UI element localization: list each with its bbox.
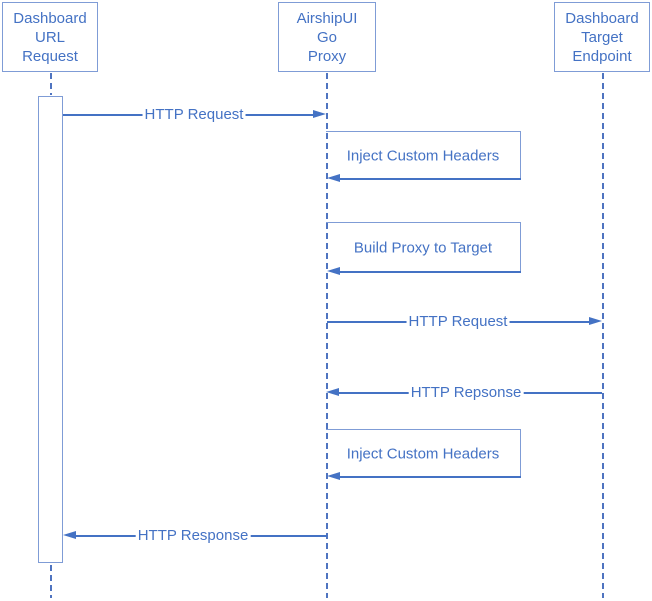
actor-box-dashboard-target-endpoint: Dashboard Target Endpoint (554, 2, 650, 72)
arrowhead-left-icon (327, 267, 340, 275)
message-label: HTTP Repsonse (408, 383, 524, 401)
self-return-line (339, 178, 521, 180)
message-label: HTTP Request (142, 105, 246, 123)
lifeline-dashboard-url-request-top (50, 73, 52, 95)
self-message-label: Build Proxy to Target (353, 239, 493, 256)
arrowhead-left-icon (63, 531, 76, 539)
actor-label-line: Dashboard (13, 9, 87, 27)
arrowhead-left-icon (327, 472, 340, 480)
message-label: HTTP Request (406, 312, 510, 330)
activation-bar (38, 96, 63, 563)
lifeline-dashboard-target-endpoint (602, 73, 604, 598)
message-label: HTTP Response (135, 526, 251, 544)
self-message-box: Inject Custom Headers (326, 131, 521, 179)
actor-label-line: Request (22, 47, 78, 65)
actor-box-airshipui-go-proxy: AirshipUI Go Proxy (278, 2, 376, 72)
self-message-label: Inject Custom Headers (346, 445, 500, 462)
arrowhead-right-icon (589, 317, 602, 325)
actor-label-line: Proxy (307, 47, 347, 65)
actor-label-line: URL (34, 28, 65, 46)
self-message-box: Inject Custom Headers (326, 429, 521, 477)
actor-label-line: AirshipUI (296, 9, 358, 27)
arrowhead-left-icon (326, 388, 339, 396)
actor-label-line: Go (316, 28, 337, 46)
actor-label-line: Target (581, 28, 623, 46)
self-message-label: Inject Custom Headers (346, 147, 500, 164)
arrowhead-left-icon (327, 174, 340, 182)
actor-box-dashboard-url-request: Dashboard URL Request (2, 2, 98, 72)
lifeline-airshipui-go-proxy (326, 73, 328, 598)
arrowhead-right-icon (313, 110, 326, 118)
self-message-box: Build Proxy to Target (326, 222, 521, 272)
actor-label-line: Dashboard (565, 9, 639, 27)
self-return-line (339, 271, 521, 273)
lifeline-dashboard-url-request-bottom (50, 565, 52, 598)
self-return-line (339, 476, 521, 478)
actor-label-line: Endpoint (572, 47, 632, 65)
